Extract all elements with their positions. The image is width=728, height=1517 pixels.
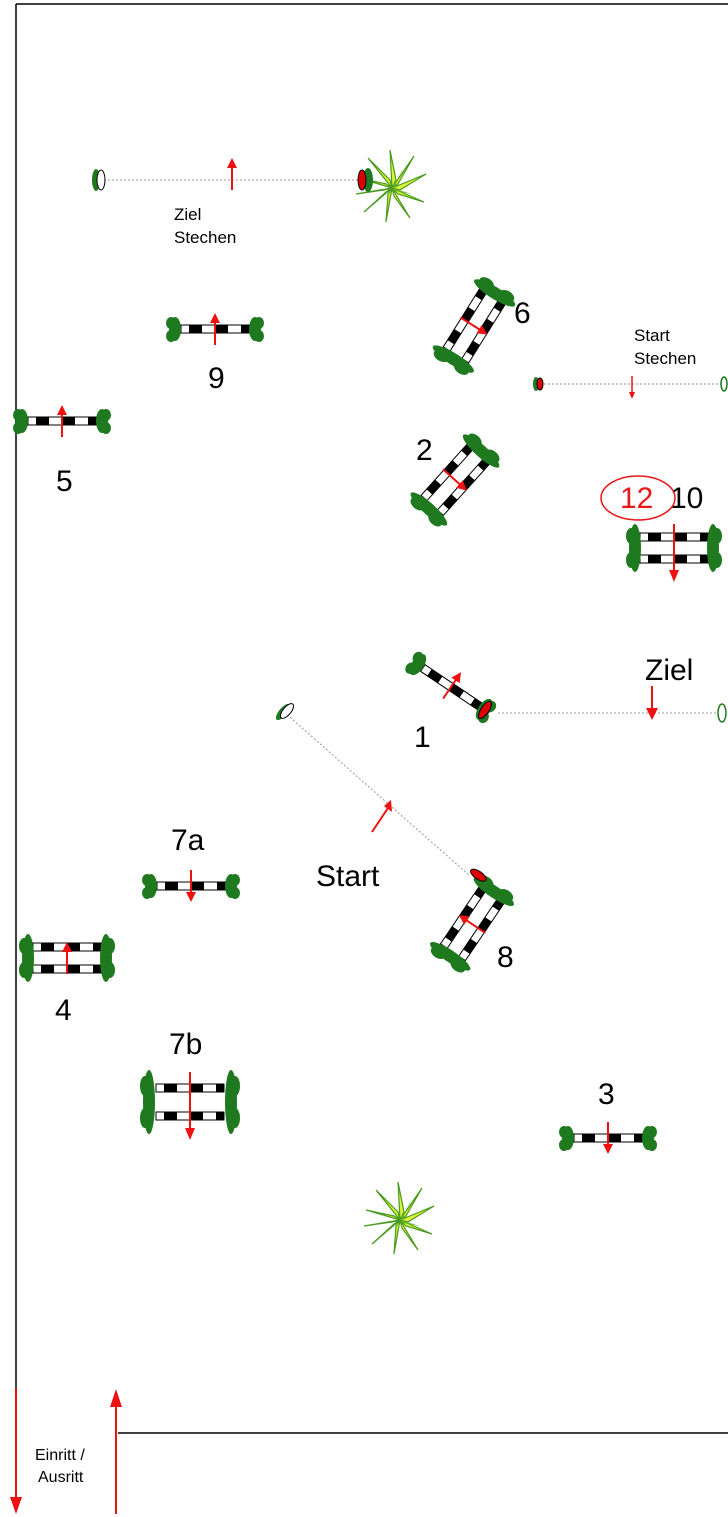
obstacle-7b-label: 7b (169, 1028, 202, 1061)
ziel-stechen-label-2: Stechen (174, 228, 236, 247)
entrance-arrows (10, 1388, 122, 1514)
obstacle-7b (140, 1070, 240, 1140)
obstacle-10 (625, 523, 723, 582)
start-stechen-line (533, 376, 728, 399)
obstacle-1 (402, 649, 499, 726)
start-line (275, 703, 471, 877)
obstacle-1-label: 1 (414, 721, 431, 754)
obstacle-5 (12, 404, 112, 438)
obstacle-9 (165, 312, 265, 346)
obstacle-4 (18, 933, 116, 983)
entrance-label-line2: Ausritt (38, 1469, 84, 1486)
ziel-line (498, 686, 727, 723)
obstacle-2-label: 2 (416, 434, 433, 467)
obstacle-3-label: 3 (598, 1078, 615, 1111)
obstacle-6 (427, 272, 521, 380)
obstacle-8-label: 8 (497, 941, 514, 974)
exit-arrow-icon (10, 1388, 22, 1514)
start-stechen-label-2: Stechen (634, 349, 696, 368)
obstacle-3 (558, 1121, 658, 1155)
obstacle-12-label: 12 (620, 482, 653, 515)
ziel-stechen-label-1: Ziel (174, 205, 201, 224)
obstacle-9-label: 9 (208, 362, 225, 395)
obstacle-6-label: 6 (514, 297, 531, 330)
entry-arrow-icon (110, 1389, 122, 1514)
ziel-label: Ziel (645, 654, 693, 687)
obstacle-8 (424, 868, 520, 978)
decorative-plant-icon (363, 1181, 435, 1255)
obstacle-4-label: 4 (55, 994, 72, 1027)
obstacle-7a (141, 869, 241, 903)
arena-border (15, 3, 728, 1434)
obstacle-12-highlight (600, 475, 676, 521)
entrance-label-line1: Einritt / (35, 1447, 85, 1464)
ziel-stechen-line (92, 157, 373, 192)
start-stechen-label-1: Start (634, 326, 670, 345)
start-label: Start (316, 860, 380, 893)
obstacle-7a-label: 7a (171, 824, 205, 857)
obstacle-5-label: 5 (56, 465, 73, 498)
